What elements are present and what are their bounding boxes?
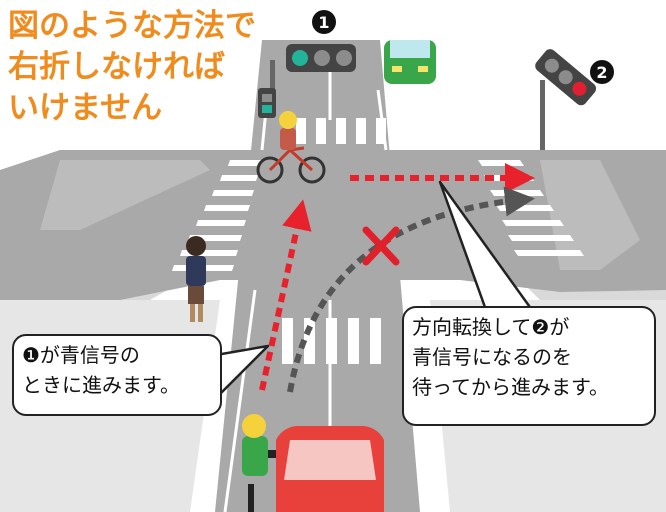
crosswalk-bottom <box>282 318 381 364</box>
signal-2-red-lamp <box>572 81 587 96</box>
pedestrian <box>186 236 206 322</box>
cross-icon <box>362 226 400 266</box>
callout-right-line-3: 待ってから進みます。 <box>412 375 609 399</box>
callout-right-line-1: 方向転換して❷が <box>412 315 570 339</box>
crosswalk-top <box>296 118 426 144</box>
signal-2: 2 <box>535 49 614 150</box>
callout-left: ❶が青信号の ときに進みます。 <box>12 334 222 416</box>
page-title: 図のような方法で 右折しなければ いけません <box>8 6 256 129</box>
red-car <box>264 426 384 512</box>
title-line-1: 図のような方法で <box>8 8 256 44</box>
correct-path-arrow <box>259 163 535 391</box>
cyclist-bottom <box>242 414 268 512</box>
callout-left-line-1: ❶が青信号の <box>22 343 140 367</box>
callout-right-line-2: 青信号になるのを <box>412 345 572 369</box>
svg-text:2: 2 <box>596 63 607 82</box>
signal-1: 1 <box>258 10 356 118</box>
svg-text:1: 1 <box>318 13 329 32</box>
title-line-3: いけません <box>8 90 163 126</box>
title-line-2: 右折しなければ <box>8 49 225 85</box>
signal-1-green-lamp <box>292 50 308 66</box>
callout-left-line-2: ときに進みます。 <box>22 373 180 397</box>
callout-right: 方向転換して❷が 青信号になるのを 待ってから進みます。 <box>402 306 656 426</box>
wrong-path-arrow <box>287 186 535 393</box>
cyclist-top <box>256 111 326 184</box>
green-car <box>384 40 436 84</box>
